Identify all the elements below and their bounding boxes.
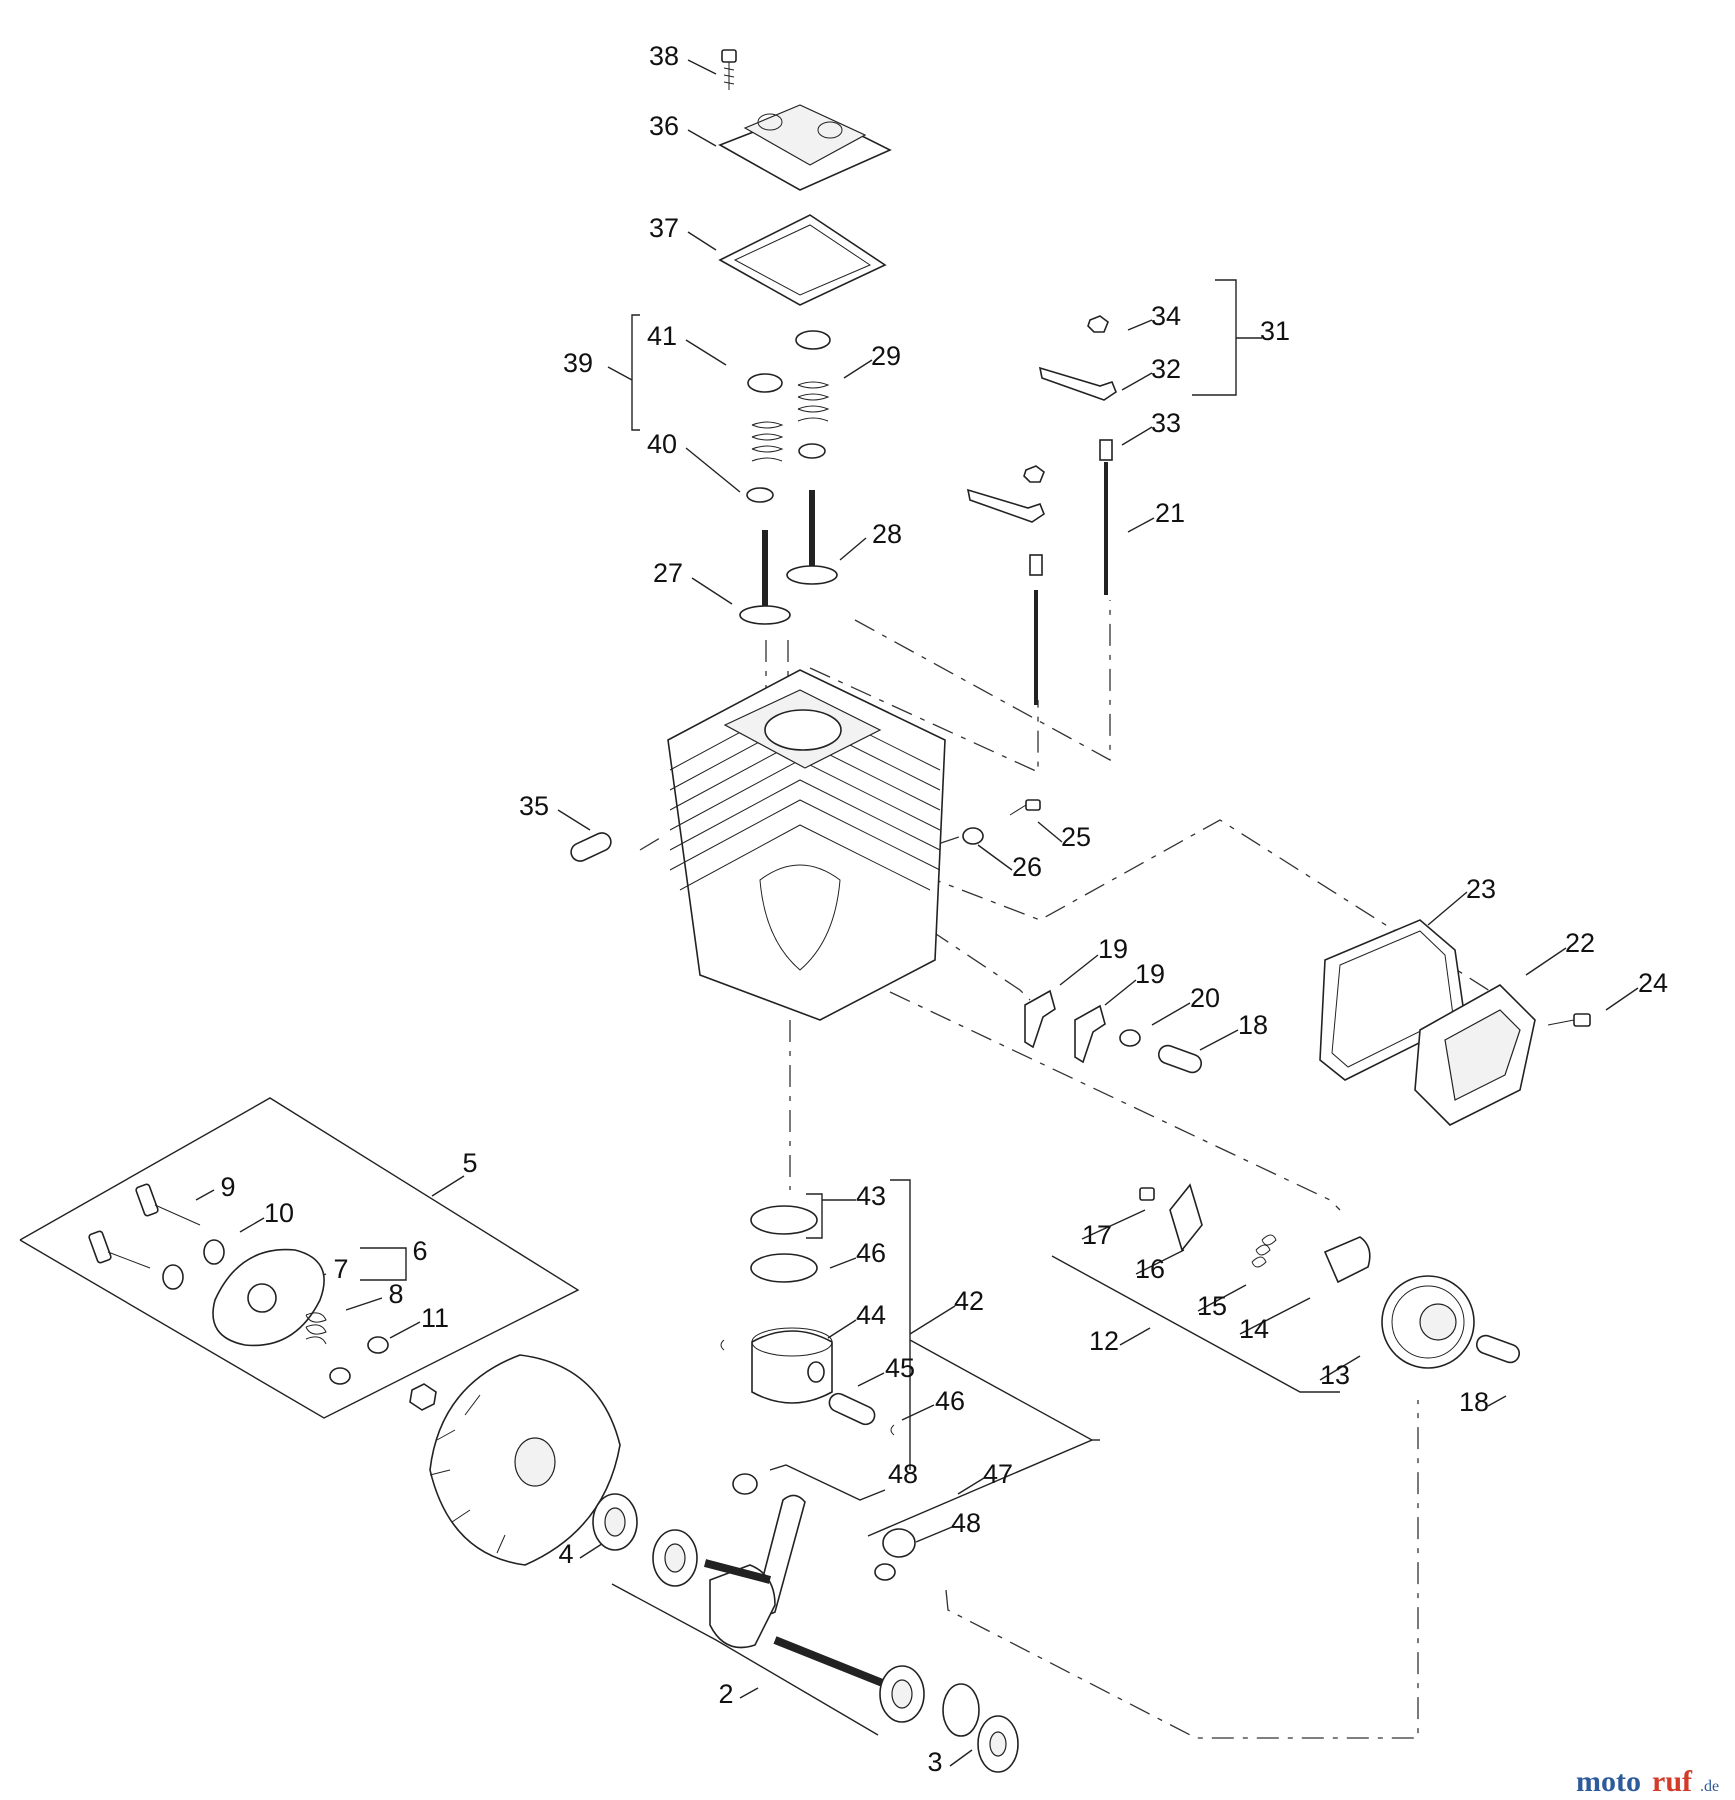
callout-c10: 10 xyxy=(264,1198,294,1228)
callout-c46b: 46 xyxy=(935,1386,965,1416)
watermark-suffix: .de xyxy=(1700,1778,1719,1795)
valve-28 xyxy=(786,490,838,585)
callout-c12: 12 xyxy=(1089,1326,1119,1356)
bolt-24 xyxy=(1547,1013,1591,1027)
washer-20 xyxy=(1119,1029,1141,1047)
callout-c2: 2 xyxy=(718,1679,733,1709)
callout-c48b: 48 xyxy=(951,1508,981,1538)
callout-c27: 27 xyxy=(653,558,683,588)
rocker-arm-second xyxy=(966,465,1045,705)
gasket-37 xyxy=(718,214,887,306)
callout-c23: 23 xyxy=(1466,874,1496,904)
callout-c34: 34 xyxy=(1151,301,1181,331)
callout-c19b: 19 xyxy=(1135,959,1165,989)
callout-c17: 17 xyxy=(1082,1220,1112,1250)
callout-c31: 31 xyxy=(1260,316,1290,346)
callout-c38: 38 xyxy=(649,41,679,71)
dowel-pin-35 xyxy=(570,832,612,862)
callout-c8: 8 xyxy=(388,1279,403,1309)
callout-c3: 3 xyxy=(927,1747,942,1777)
callout-c22: 22 xyxy=(1565,928,1595,958)
callout-c21: 21 xyxy=(1155,498,1185,528)
callout-c13: 13 xyxy=(1320,1360,1350,1390)
callout-c20: 20 xyxy=(1190,983,1220,1013)
callout-c37: 37 xyxy=(649,213,679,243)
piston-pin-45 xyxy=(828,1392,876,1426)
camshaft-group xyxy=(1139,1183,1521,1369)
crankshaft xyxy=(592,1473,1019,1773)
callout-c39: 39 xyxy=(563,348,593,378)
valve-27 xyxy=(739,530,791,625)
clip-46b xyxy=(890,1424,895,1436)
watermark-part-b: ruf xyxy=(1652,1765,1693,1798)
bolt-38 xyxy=(721,49,737,90)
callout-c18a: 18 xyxy=(1238,1010,1268,1040)
callout-c46a: 46 xyxy=(856,1238,886,1268)
callout-c14: 14 xyxy=(1239,1314,1269,1344)
retainer-41 xyxy=(747,373,783,393)
callout-c33: 33 xyxy=(1151,408,1181,438)
leader-lines xyxy=(19,59,1639,1767)
ring-43b xyxy=(750,1253,818,1283)
flywheel xyxy=(409,1354,621,1566)
callout-c40: 40 xyxy=(647,429,677,459)
callout-c18b: 18 xyxy=(1459,1387,1489,1417)
callout-c48a: 48 xyxy=(888,1459,918,1489)
clip-46a xyxy=(720,1339,725,1351)
callout-c29: 29 xyxy=(871,341,901,371)
watermark-logo: moto ruf .de xyxy=(1576,1765,1719,1798)
watermark-part-a: moto xyxy=(1576,1765,1641,1798)
callout-c15: 15 xyxy=(1197,1291,1227,1321)
callout-c43: 43 xyxy=(856,1181,886,1211)
parts xyxy=(88,49,1591,1773)
tappet-19a xyxy=(1024,989,1056,1049)
screw-25 xyxy=(1009,799,1041,816)
pin-18a xyxy=(1157,1044,1203,1074)
callout-c42: 42 xyxy=(954,1286,984,1316)
ring-43a xyxy=(750,1205,818,1235)
callout-c4: 4 xyxy=(558,1539,573,1569)
callout-c9: 9 xyxy=(220,1172,235,1202)
callout-c24: 24 xyxy=(1638,968,1668,998)
callout-c6: 6 xyxy=(412,1236,427,1266)
retainer-29 xyxy=(795,330,831,350)
alignment-lines xyxy=(639,600,1521,1739)
callout-c35: 35 xyxy=(519,791,549,821)
tappet-19b xyxy=(1074,1004,1106,1064)
callout-c41: 41 xyxy=(647,321,677,351)
washer-40 xyxy=(746,487,774,503)
callout-c36: 36 xyxy=(649,111,679,141)
washer-26 xyxy=(962,827,984,845)
valve-cover-36 xyxy=(718,104,892,191)
callout-c16: 16 xyxy=(1135,1254,1165,1284)
callout-c19a: 19 xyxy=(1098,934,1128,964)
rocker-arm-32 xyxy=(1038,315,1117,595)
cover-22 xyxy=(1414,984,1536,1126)
callout-c7: 7 xyxy=(333,1254,348,1284)
clutch-group xyxy=(88,1183,389,1385)
spring-left xyxy=(751,421,784,462)
piston-44 xyxy=(751,1327,833,1404)
cylinder-block xyxy=(667,669,946,1021)
callout-c5: 5 xyxy=(462,1148,477,1178)
spring-right xyxy=(797,381,830,422)
callout-c28: 28 xyxy=(872,519,902,549)
callout-c11: 11 xyxy=(421,1303,449,1333)
callout-c47: 47 xyxy=(983,1459,1013,1489)
callout-c32: 32 xyxy=(1151,354,1181,384)
callout-c44: 44 xyxy=(856,1300,886,1330)
callout-c26: 26 xyxy=(1012,852,1042,882)
callout-c45: 45 xyxy=(885,1353,915,1383)
callout-c25: 25 xyxy=(1061,822,1091,852)
